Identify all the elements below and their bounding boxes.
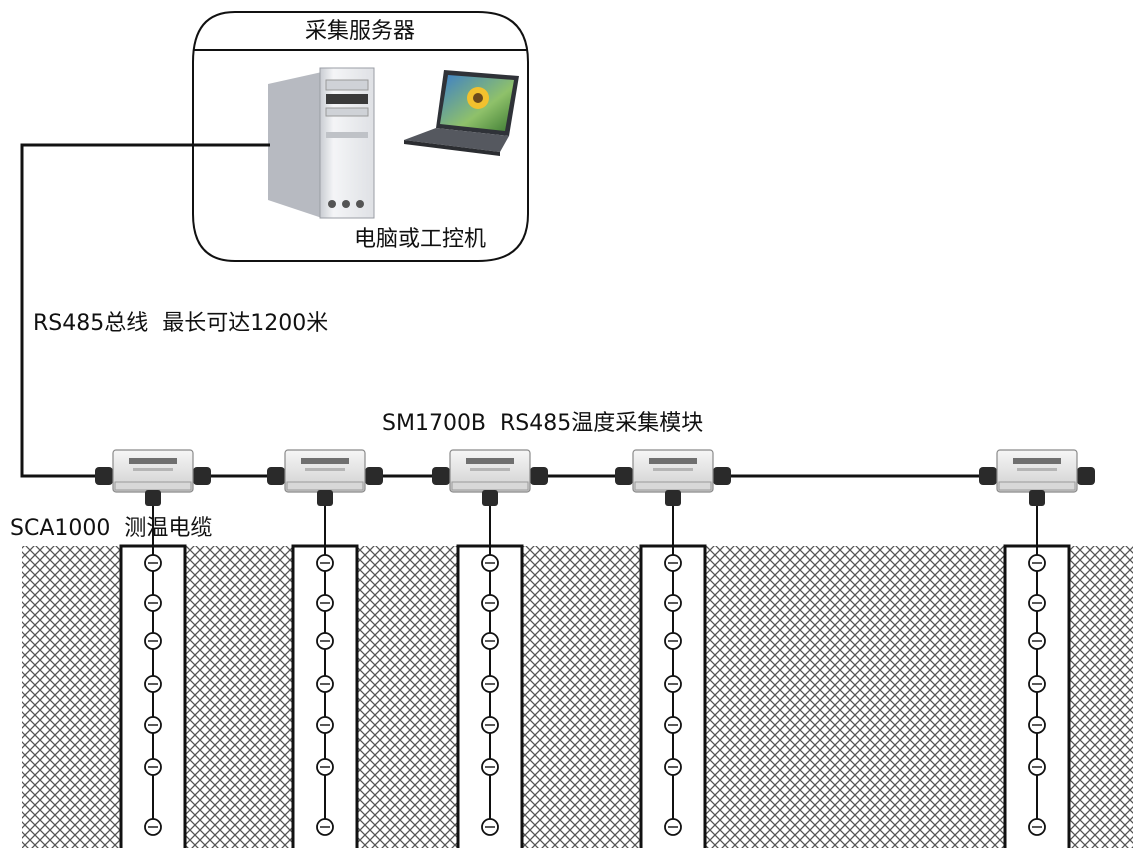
- borehole: [1003, 490, 1071, 848]
- temperature-sensor-icon: [1028, 675, 1046, 693]
- server-box-caption: 电脑或工控机: [354, 227, 486, 252]
- boreholes: [119, 490, 1071, 848]
- temperature-sensor-icon: [144, 818, 162, 836]
- temperature-sensor-icon: [1028, 632, 1046, 650]
- temperature-sensor-icon: [1028, 594, 1046, 612]
- temperature-sensor-icon: [1028, 818, 1046, 836]
- temperature-sensor-icon: [316, 675, 334, 693]
- temperature-sensor-icon: [316, 554, 334, 572]
- temperature-sensor-icon: [144, 675, 162, 693]
- laptop-icon: [404, 70, 519, 156]
- temperature-sensor-icon: [316, 594, 334, 612]
- junction-box-icon: [267, 449, 383, 506]
- server-box-title: 采集服务器: [305, 19, 415, 44]
- junction-box-icon: [432, 449, 548, 506]
- temperature-sensor-icon: [481, 554, 499, 572]
- bus-cable-from-server: [20, 143, 270, 478]
- junction-box-icon: [95, 449, 211, 506]
- temperature-sensor-icon: [481, 675, 499, 693]
- temperature-sensor-icon: [316, 716, 334, 734]
- temperature-sensor-icon: [664, 818, 682, 836]
- temperature-sensor-icon: [144, 554, 162, 572]
- temperature-sensor-icon: [481, 594, 499, 612]
- temperature-sensor-icon: [144, 716, 162, 734]
- borehole: [119, 490, 187, 848]
- temperature-sensor-icon: [1028, 554, 1046, 572]
- temperature-sensor-icon: [664, 554, 682, 572]
- temperature-sensor-icon: [664, 675, 682, 693]
- junction-box-icon: [615, 449, 731, 506]
- soil-hatch: [22, 546, 1133, 848]
- temperature-sensor-icon: [144, 632, 162, 650]
- temperature-sensor-icon: [316, 632, 334, 650]
- temperature-sensor-icon: [664, 758, 682, 776]
- temperature-sensor-icon: [664, 594, 682, 612]
- temperature-sensor-icon: [144, 594, 162, 612]
- temperature-modules: [95, 449, 1095, 506]
- temperature-sensor-icon: [481, 758, 499, 776]
- rs485-bus: [20, 143, 1085, 478]
- borehole: [639, 490, 707, 848]
- temperature-sensor-icon: [481, 818, 499, 836]
- ground: [22, 546, 1133, 848]
- temperature-sensor-icon: [481, 716, 499, 734]
- server-box: 采集服务器 电脑或工控机: [192, 11, 529, 262]
- borehole: [291, 490, 359, 848]
- module-label: SM1700B RS485温度采集模块: [382, 411, 703, 436]
- bus-label: RS485总线 最长可达1200米: [33, 311, 328, 336]
- desktop-tower-icon: [268, 67, 375, 219]
- temperature-sensor-icon: [1028, 758, 1046, 776]
- cable-label: SCA1000 测温电缆: [10, 516, 212, 541]
- temperature-sensor-icon: [1028, 716, 1046, 734]
- temperature-sensor-icon: [481, 632, 499, 650]
- temperature-sensor-icon: [316, 818, 334, 836]
- junction-box-icon: [979, 449, 1095, 506]
- temperature-sensor-icon: [316, 758, 334, 776]
- temperature-sensor-icon: [144, 758, 162, 776]
- borehole: [456, 490, 524, 848]
- temperature-sensor-icon: [664, 632, 682, 650]
- temperature-sensor-icon: [664, 716, 682, 734]
